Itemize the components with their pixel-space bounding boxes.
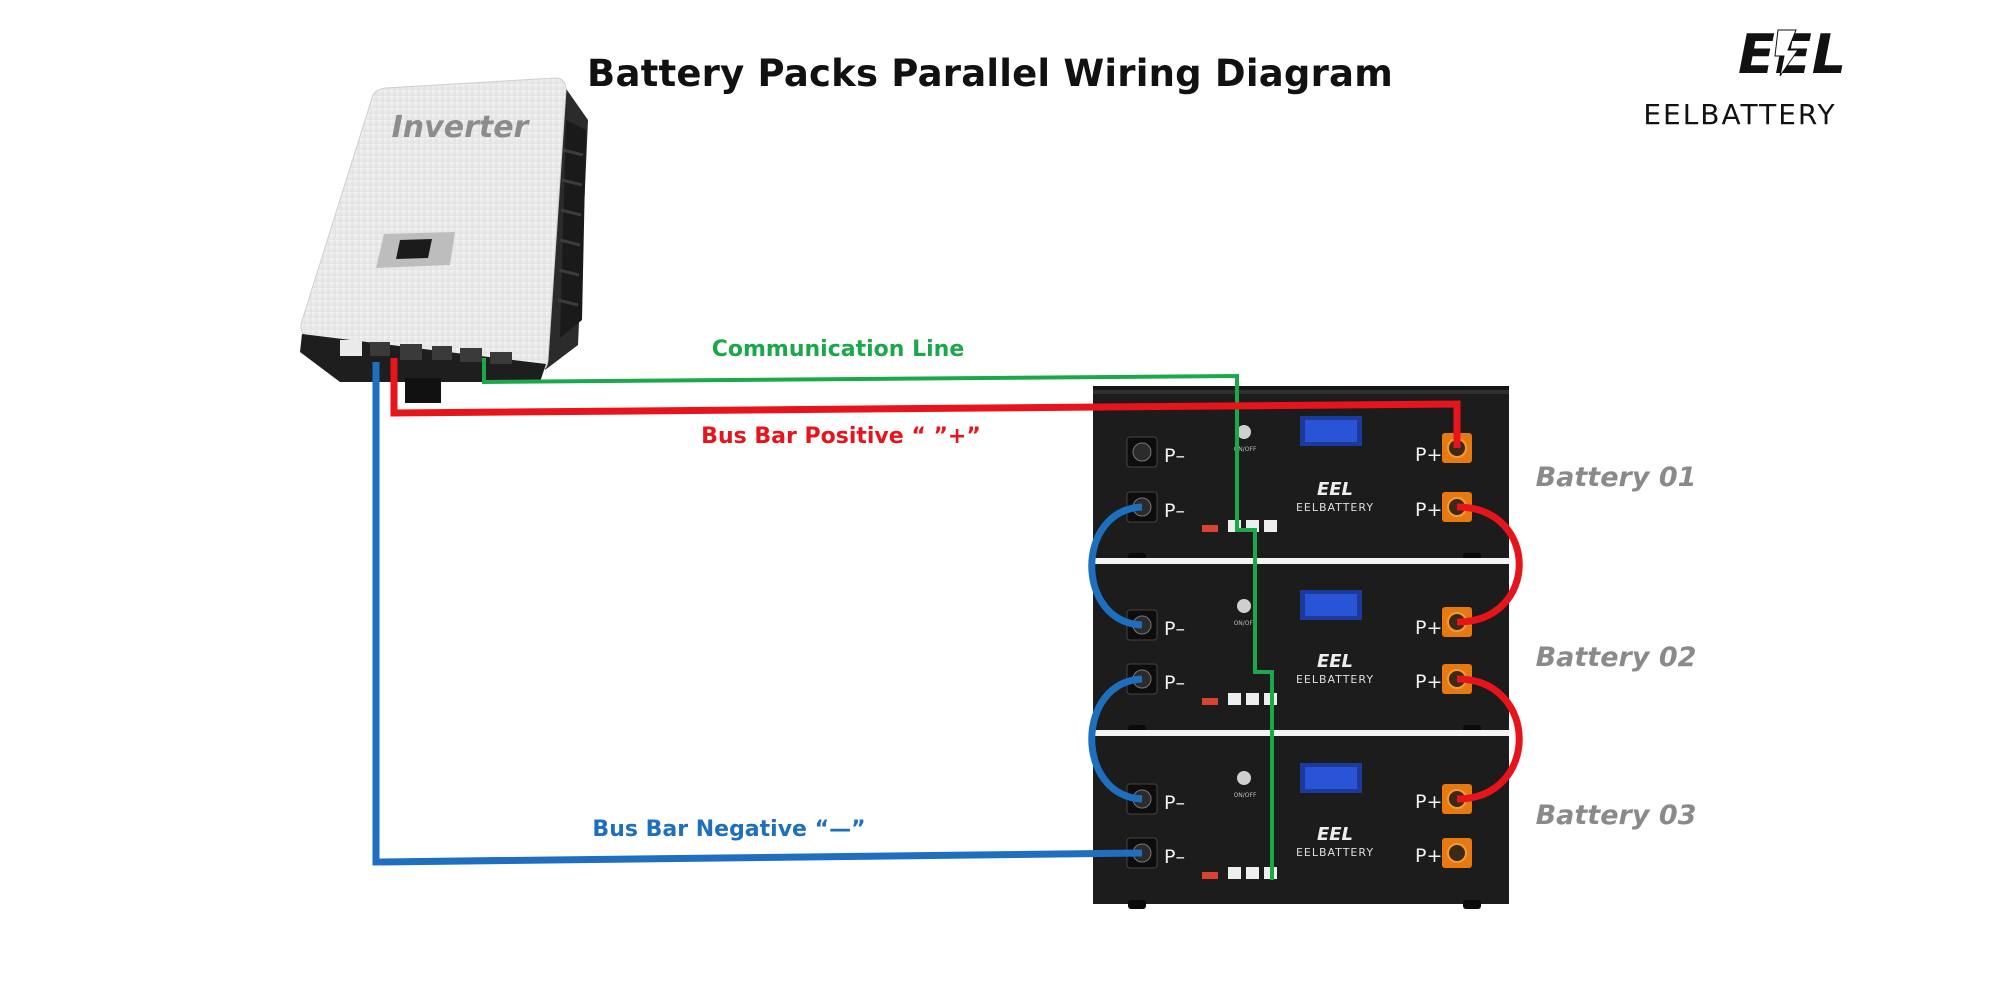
svg-text:EELBATTERY: EELBATTERY: [1296, 673, 1374, 686]
negative-jumper-1: [1088, 503, 1143, 629]
svg-text:P+: P+: [1415, 671, 1442, 693]
svg-text:EELBATTERY: EELBATTERY: [1296, 846, 1374, 859]
battery-pack-2: ON/OFF P– P+ P– P+ EEL EELBATTERY: [1093, 564, 1509, 734]
battery-pack-1: ON/OFF P– P+ P– P+ EEL EELBATTERY: [1093, 390, 1509, 562]
battery-02-label: Battery 02: [1536, 642, 1697, 673]
svg-text:P–: P–: [1164, 792, 1185, 814]
logo-brand: EELBATTERY: [1643, 98, 1836, 131]
negative-wire: [372, 362, 1143, 866]
svg-text:P+: P+: [1415, 791, 1442, 813]
inverter-label: Inverter: [392, 110, 531, 145]
svg-text:P+: P+: [1415, 499, 1442, 521]
communication-wire: [482, 358, 1274, 880]
svg-text:P+: P+: [1415, 617, 1442, 639]
svg-text:EEL: EEL: [1317, 479, 1353, 500]
svg-text:P–: P–: [1164, 846, 1185, 868]
inverter-display-icon: [376, 232, 455, 268]
svg-text:ON/OFF: ON/OFF: [1234, 792, 1257, 799]
page-title: Battery Packs Parallel Wiring Diagram: [587, 52, 1393, 95]
positive-wire: [390, 358, 1461, 448]
bus-bar-positive-label: Bus Bar Positive “ ”+”: [701, 424, 981, 449]
svg-text:EEL: EEL: [1317, 651, 1353, 672]
bus-bar-negative-label: Bus Bar Negative “—”: [592, 817, 865, 842]
battery-pack-3: ON/OFF P– P+ P– P+ EEL EELBATTERY: [1093, 736, 1509, 909]
svg-text:ON/OFF: ON/OFF: [1234, 446, 1257, 453]
battery-01-label: Battery 01: [1536, 462, 1697, 493]
svg-text:P–: P–: [1164, 445, 1185, 467]
battery-rack: ON/OFF P– P+ P– P+ EEL EELBATTERY: [1093, 386, 1509, 909]
svg-text:P–: P–: [1164, 500, 1185, 522]
battery-03-label: Battery 03: [1536, 800, 1697, 831]
positive-jumper-1: [1456, 503, 1523, 626]
inverter: Inverter: [300, 77, 588, 403]
logo-mark-icon: EEL: [1738, 23, 1846, 86]
communication-line-label: Communication Line: [712, 337, 965, 362]
svg-text:P+: P+: [1415, 845, 1442, 867]
negative-jumper-2: [1088, 675, 1143, 803]
svg-text:P+: P+: [1415, 444, 1442, 466]
svg-text:ON/OFF: ON/OFF: [1234, 620, 1257, 627]
positive-jumper-2: [1456, 675, 1523, 803]
svg-text:EEL: EEL: [1317, 824, 1353, 845]
eelbattery-logo: EEL EELBATTERY: [1643, 23, 1846, 131]
svg-text:P–: P–: [1164, 618, 1185, 640]
svg-text:EELBATTERY: EELBATTERY: [1296, 501, 1374, 514]
svg-text:P–: P–: [1164, 672, 1185, 694]
